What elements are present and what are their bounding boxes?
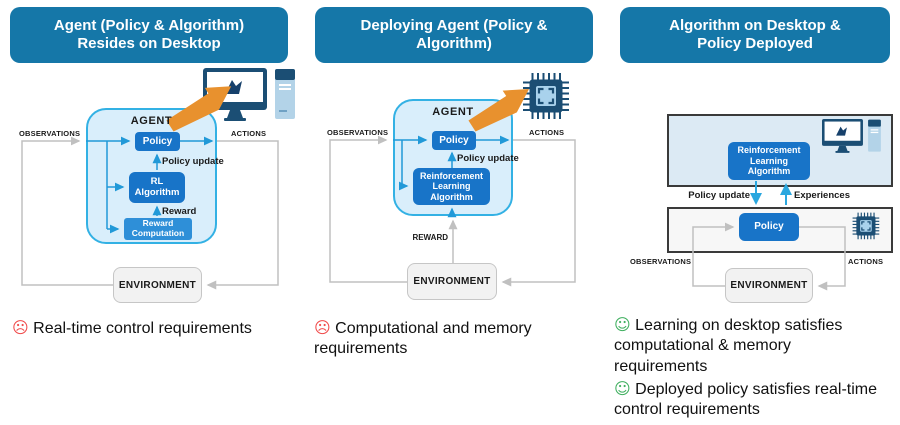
note-text: Real-time control requirements: [33, 320, 252, 337]
panel-algorithm-desktop-policy-deployed: Algorithm on Desktop & Policy Deployed R…: [600, 0, 900, 425]
agent-label: AGENT: [130, 115, 173, 127]
desktop-computer-icon: [203, 68, 295, 121]
agent-label: AGENT: [432, 106, 474, 118]
observations-label: OBSERVATIONS: [19, 129, 81, 138]
note: ☺ Deployed policy satisfies real-time co…: [614, 379, 888, 421]
policy-update-label: Policy update: [162, 156, 224, 167]
observations-label: OBSERVATIONS: [630, 257, 692, 266]
environment-box: ENVIRONMENT: [113, 267, 202, 303]
rl-algorithm-box: Reinforcement Learning Algorithm: [728, 142, 810, 180]
policy-box: Policy: [739, 213, 799, 241]
policy-box: Policy: [135, 132, 180, 151]
actions-label: ACTIONS: [848, 257, 884, 266]
environment-box: ENVIRONMENT: [407, 263, 497, 300]
panel-header-text: Algorithm on Desktop & Policy Deployed: [669, 16, 841, 52]
chip-icon: [523, 73, 569, 119]
sad-face-icon: ☹: [314, 318, 331, 337]
reward-computation-box: Reward Computation: [124, 218, 192, 240]
actions-label: ACTIONS: [231, 129, 267, 138]
panel-header: Algorithm on Desktop & Policy Deployed: [620, 7, 890, 63]
note: ☹ Computational and memory requirements: [314, 318, 576, 360]
policy-update-label: Policy update: [457, 153, 519, 164]
rl-algorithm-box: RL Algorithm: [129, 172, 185, 203]
observations-label: OBSERVATIONS: [327, 128, 389, 137]
note-text: Computational and memory requirements: [314, 320, 532, 358]
experiences-label: Experiences: [794, 190, 850, 201]
sad-face-icon: ☹: [12, 318, 29, 337]
panel-header-text: Agent (Policy & Algorithm) Resides on De…: [53, 16, 245, 52]
panel-agent-on-desktop: Agent (Policy & Algorithm) Resides on De…: [0, 0, 300, 425]
policy-box: Policy: [432, 131, 476, 150]
note: ☺ Learning on desktop satisfies computat…: [614, 315, 888, 377]
panel-header-text: Deploying Agent (Policy & Algorithm): [360, 16, 548, 52]
panel-deploying-agent: Deploying Agent (Policy & Algorithm) AGE…: [300, 0, 600, 425]
note-text: Learning on desktop satisfies computatio…: [614, 317, 843, 375]
policy-update-label: Policy update: [688, 190, 750, 201]
happy-face-icon: ☺: [614, 315, 631, 334]
actions-label: ACTIONS: [529, 128, 565, 137]
matlab-logo: [225, 80, 242, 94]
panel-header: Deploying Agent (Policy & Algorithm): [315, 7, 593, 63]
note: ☹ Real-time control requirements: [12, 318, 294, 339]
note-text: Deployed policy satisfies real-time cont…: [614, 381, 878, 419]
rl-algorithm-box: Reinforcement Learning Algorithm: [413, 168, 490, 205]
happy-face-icon: ☺: [614, 379, 631, 398]
environment-box: ENVIRONMENT: [725, 268, 813, 303]
reward-label: REWARD: [412, 233, 448, 242]
panel-header: Agent (Policy & Algorithm) Resides on De…: [10, 7, 288, 63]
reward-label: Reward: [162, 206, 197, 217]
